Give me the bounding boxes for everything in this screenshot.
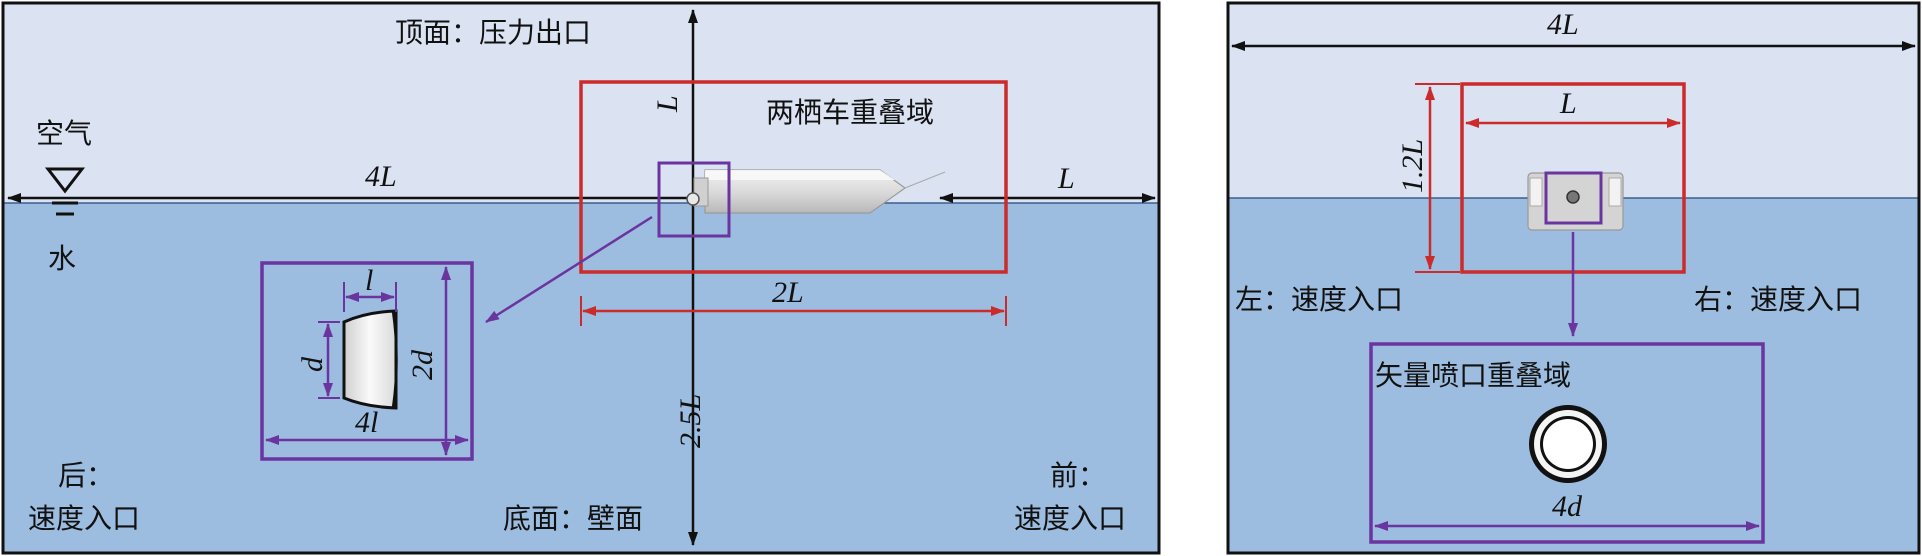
right-air-region — [1228, 3, 1919, 198]
right-nozzle-small-icon — [1566, 190, 1580, 204]
inset-leader-arrow — [485, 215, 653, 324]
left-domain-border — [1, 1, 1161, 555]
top-boundary-label: 顶面：压力出口 — [395, 16, 591, 49]
water-level-icon — [44, 167, 86, 216]
right-width-label: 4L — [1547, 8, 1579, 41]
nozzle-diameter-label: d — [296, 356, 329, 372]
nozzle-length-label: l — [365, 264, 373, 297]
right-panel: 4L L 1.2L 左：速度入口 右：速度入口 矢量喷口重叠域 4d — [1226, 1, 1921, 555]
front-boundary-label-2: 速度入口 — [1014, 502, 1126, 535]
back-boundary-label-2: 速度入口 — [28, 502, 140, 535]
left-boundary-label: 左：速度入口 — [1235, 283, 1403, 316]
right-overlap-height-label: 1.2L — [1396, 139, 1429, 193]
right-nozzle-overlap-box — [1369, 342, 1765, 544]
vehicle-overlap-label: 两栖车重叠域 — [766, 96, 934, 129]
amphibious-vehicle — [693, 169, 946, 214]
overlap-width-label: 2L — [772, 276, 804, 309]
front-boundary-label-1: 前： — [1050, 459, 1106, 492]
nozzle-inset-box — [260, 261, 474, 461]
left-panel: 顶面：压力出口 空气 水 4L L 2.5L L 两栖车重叠域 2L l d 2… — [1, 1, 1161, 555]
right-boundary-label: 右：速度入口 — [1694, 283, 1862, 316]
front-gap-label: L — [1057, 162, 1075, 195]
nozzle-small-icon — [686, 192, 700, 206]
nozzle-ring-icon — [1529, 405, 1607, 483]
right-nozzle-width-label: 4d — [1552, 490, 1583, 523]
bottom-boundary-label: 底面：壁面 — [503, 502, 643, 535]
right-nozzle-overlap-box-small — [1544, 171, 1603, 225]
back-boundary-label-1: 后： — [58, 459, 114, 492]
inset-height-label: 2d — [406, 349, 439, 380]
inset-width-label: 4l — [355, 406, 378, 439]
right-overlap-width-label: L — [1559, 87, 1577, 120]
right-domain-border — [1226, 1, 1921, 555]
nozzle-overlap-label: 矢量喷口重叠域 — [1375, 359, 1571, 392]
nozzle-overlap-box-small — [657, 161, 731, 238]
depth-below-label: 2.5L — [674, 394, 707, 448]
vehicle-overlap-box — [579, 80, 1008, 274]
width-label: 4L — [365, 160, 397, 193]
air-label: 空气 — [36, 117, 92, 150]
water-label: 水 — [48, 242, 76, 275]
height-above-label: L — [651, 95, 684, 113]
nozzle-shape — [342, 309, 398, 410]
